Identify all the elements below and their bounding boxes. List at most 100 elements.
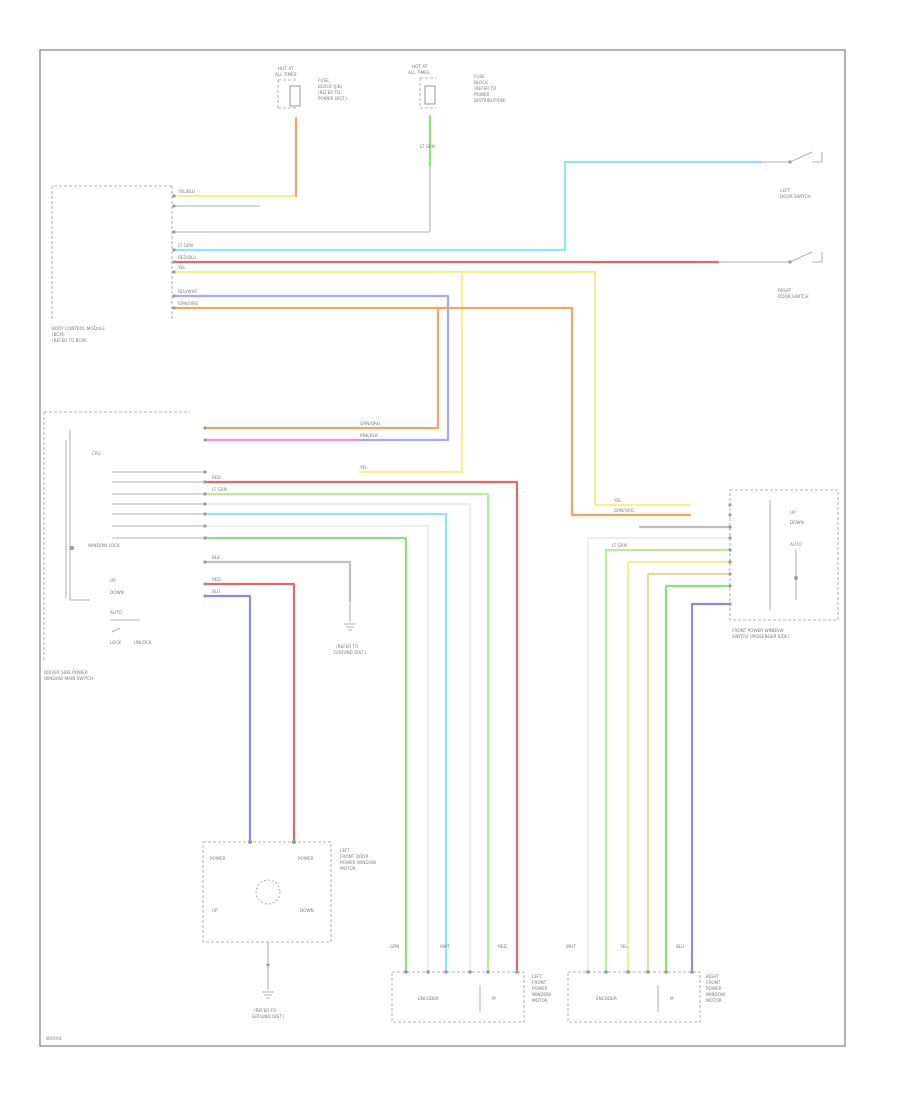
lock-label: LOCK: [110, 640, 121, 645]
motor-right: M: [670, 996, 674, 1001]
window-lock-label: WINDOW LOCK: [88, 543, 120, 548]
wire-cyan-door: [172, 160, 762, 252]
wire-yellow-long: [172, 270, 692, 507]
left-motor-label-d: WINDOW: [532, 992, 551, 997]
hot-label-1a: HOT AT: [278, 66, 294, 71]
hot-label-2b: ALL TIMES: [408, 70, 430, 75]
power-label-r: POWER: [298, 856, 314, 861]
mirror-label-a: LEFT: [340, 848, 350, 853]
wire-red-door-motor: [203, 582, 296, 844]
wire-label-pnk-blk: PNK/BLK: [360, 433, 378, 438]
wire-white-1: [203, 502, 472, 974]
wire-tan-right: [646, 572, 732, 974]
wire-white-right: [586, 536, 732, 974]
bcm-label-c: (REFER TO BCM): [52, 338, 87, 343]
fuse-block-1: HOT AT ALL TIMES FUSE BLOCK (J/B) (REFER…: [275, 66, 347, 109]
cpu-label: CPU: [92, 451, 101, 456]
left-door-label-b: DOOR SWITCH: [780, 194, 810, 199]
wire-label-grn-org-3: GRN/ORG: [614, 508, 634, 513]
ground-2-label-a: (REFER TO: [254, 1008, 277, 1013]
wire-blue-right: [690, 602, 732, 974]
wire-gray-ground: [203, 560, 352, 602]
power-label-l: POWER: [210, 856, 226, 861]
wire-label-red-blu: RED/BLU: [178, 255, 196, 260]
fuse2-text-e: DISTRIBUTION): [474, 98, 506, 103]
fuse1-text-b: BLOCK (J/B): [318, 84, 343, 89]
wire-label-grn-org: GRN/ORG: [178, 301, 198, 306]
wire-yellow-main: [358, 270, 464, 474]
right-door-switch: RIGHT DOOR SWITCH: [718, 251, 823, 299]
fuse-block-2: HOT AT ALL TIMES FUSE BLOCK (REFER TO PO…: [408, 64, 506, 225]
left-motor-label-b: FRONT: [532, 980, 547, 985]
bcm-outline: [51, 185, 173, 320]
unlock-label: UNLOCK: [134, 640, 152, 645]
wire-label-ltgrn-top: LT GRN: [420, 144, 435, 149]
wire-blue-door-motor: [203, 594, 252, 844]
wire-label-red-lm: RED: [498, 944, 507, 949]
right-motor-label-a: RIGHT: [706, 974, 720, 979]
ground-1-label-b: GROUND DIST.): [334, 650, 367, 655]
mirror-label-c: POWER WINDOW: [340, 860, 376, 865]
wires: [172, 114, 762, 974]
left-motor-label-a: LEFT: [532, 974, 542, 979]
up-label: UP: [110, 578, 116, 583]
right-sw-auto: AUTO: [790, 542, 802, 547]
fuse2-text-c: (REFER TO: [474, 86, 497, 91]
mirror-label-d: MOTOR: [340, 866, 356, 871]
fuse2-text-d: POWER: [474, 92, 490, 97]
auto-label: AUTO: [110, 610, 122, 615]
diagram-frame: [39, 49, 846, 1047]
wire-label-red-2: RED: [212, 577, 221, 582]
encoder-right: ENCODER: [596, 996, 617, 1001]
right-door-label-b: DOOR SWITCH: [778, 294, 808, 299]
wire-green-right: [664, 584, 732, 974]
right-motor-label-b: FRONT: [706, 980, 721, 985]
fuse1-text-c: (REFER TO: [318, 90, 341, 95]
wire-orange-long: [172, 306, 692, 517]
fuse2-text-a: FUSE: [474, 74, 485, 79]
wire-orange-main: [358, 306, 440, 430]
bcm-label-a: BODY CONTROL MODULE: [52, 326, 105, 331]
wire-lightgreen-right: [604, 548, 732, 974]
wire-label-red: RED: [212, 475, 221, 480]
right-sw-label-b: SWITCH (PASSENGER SIDE): [732, 634, 789, 639]
encoder-left: ENCODER: [418, 996, 439, 1001]
wire-label-blu-wht: BLU/WHT: [178, 289, 198, 294]
wire-label-blu: BLU: [212, 589, 220, 594]
bcm-label-b: (BCM): [52, 332, 65, 337]
wire-label-yel-rm: YEL: [619, 944, 628, 949]
figure-id: WXXXX: [46, 1036, 62, 1041]
wire-label-ltgrn-2: LT GRN: [212, 487, 227, 492]
down-label: DOWN: [110, 590, 124, 595]
wire-yellow-right: [626, 560, 732, 974]
left-door-power-window-motor: POWER POWER UP DOWN LEFT FRONT DOOR POWE…: [202, 840, 376, 1019]
wire-green-left-motor: [203, 536, 408, 974]
right-power-window-switch: UP DOWN AUTO FRONT POWER WINDOW SWITCH (…: [612, 489, 839, 639]
main-power-window-switch: CPU WINDOW LOCK UP DOWN AUTO LOCK UNLOCK…: [43, 411, 380, 681]
wire-label-yel: YEL: [177, 265, 186, 270]
right-sw-label-a: FRONT POWER WINDOW: [732, 628, 784, 633]
down-label-motor: DOWN: [300, 908, 314, 913]
right-motor-label-c: POWER: [706, 986, 722, 991]
left-front-window-motor: ENCODER M LEFT FRONT POWER WINDOW MOTOR …: [390, 944, 551, 1023]
wire-label-yel-2: YEL: [359, 465, 368, 470]
wire-label-ltgrn-bcm: LT GRN: [178, 243, 193, 248]
up-label-motor: UP: [212, 908, 218, 913]
fuse2-text-b: BLOCK: [474, 80, 488, 85]
wire-label-wht-rm: WHT: [566, 944, 576, 949]
main-switch-label-b: WINDOW MAIN SWITCH: [44, 676, 93, 681]
ground-1: (REFER TO GROUND DIST.): [334, 600, 367, 655]
hot-label-1b: ALL TIMES: [275, 72, 297, 77]
wire-label-ltgrn-3: LT GRN: [612, 543, 627, 548]
right-motor-label-e: MOTOR: [706, 998, 722, 1003]
ground-2-label-b: GROUND DIST.): [252, 1014, 285, 1019]
main-switch-label-a: DRIVER SIDE POWER: [44, 670, 88, 675]
wire-label-grn-org-2: GRN/ORG: [360, 421, 380, 426]
ground-1-label-a: (REFER TO: [336, 644, 359, 649]
right-sw-up: UP: [790, 510, 796, 515]
wire-red-left-motor: [203, 480, 519, 974]
left-door-label-a: LEFT: [780, 188, 790, 193]
left-motor-label-e: MOTOR: [532, 998, 548, 1003]
wire-lightgreen-1: [203, 492, 490, 974]
